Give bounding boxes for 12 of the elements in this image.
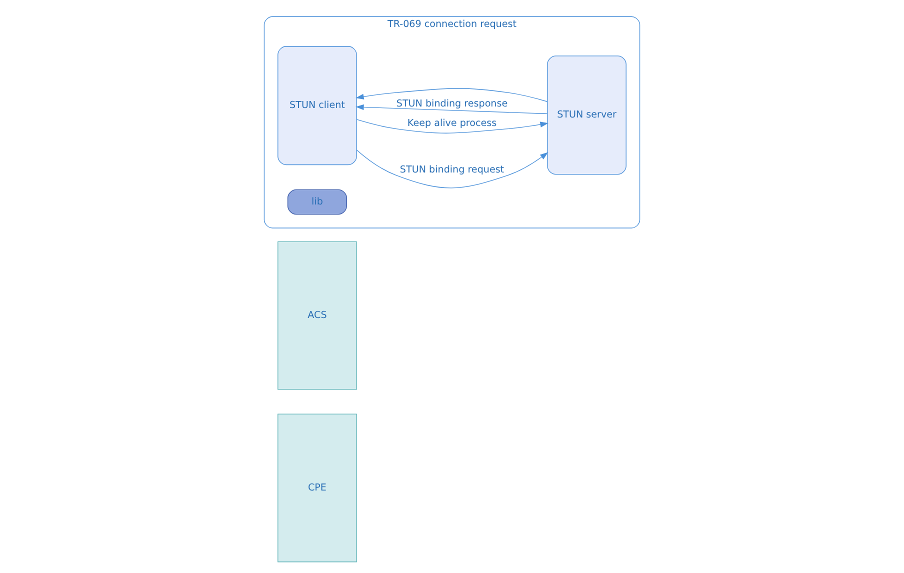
node-box: STUN client xyxy=(278,46,357,166)
edge-label: STUN binding response xyxy=(396,98,508,110)
edge-label: Keep alive process xyxy=(407,118,497,130)
node-box: ACS xyxy=(278,241,357,390)
edge-label: STUN binding request xyxy=(400,164,504,176)
node-box: STUN server xyxy=(547,56,626,175)
arrow xyxy=(356,150,548,188)
node-box: lib xyxy=(287,189,347,215)
arrow xyxy=(356,88,548,102)
arrow xyxy=(356,104,548,114)
arrow xyxy=(356,119,548,134)
node-box: CPE xyxy=(278,414,357,562)
